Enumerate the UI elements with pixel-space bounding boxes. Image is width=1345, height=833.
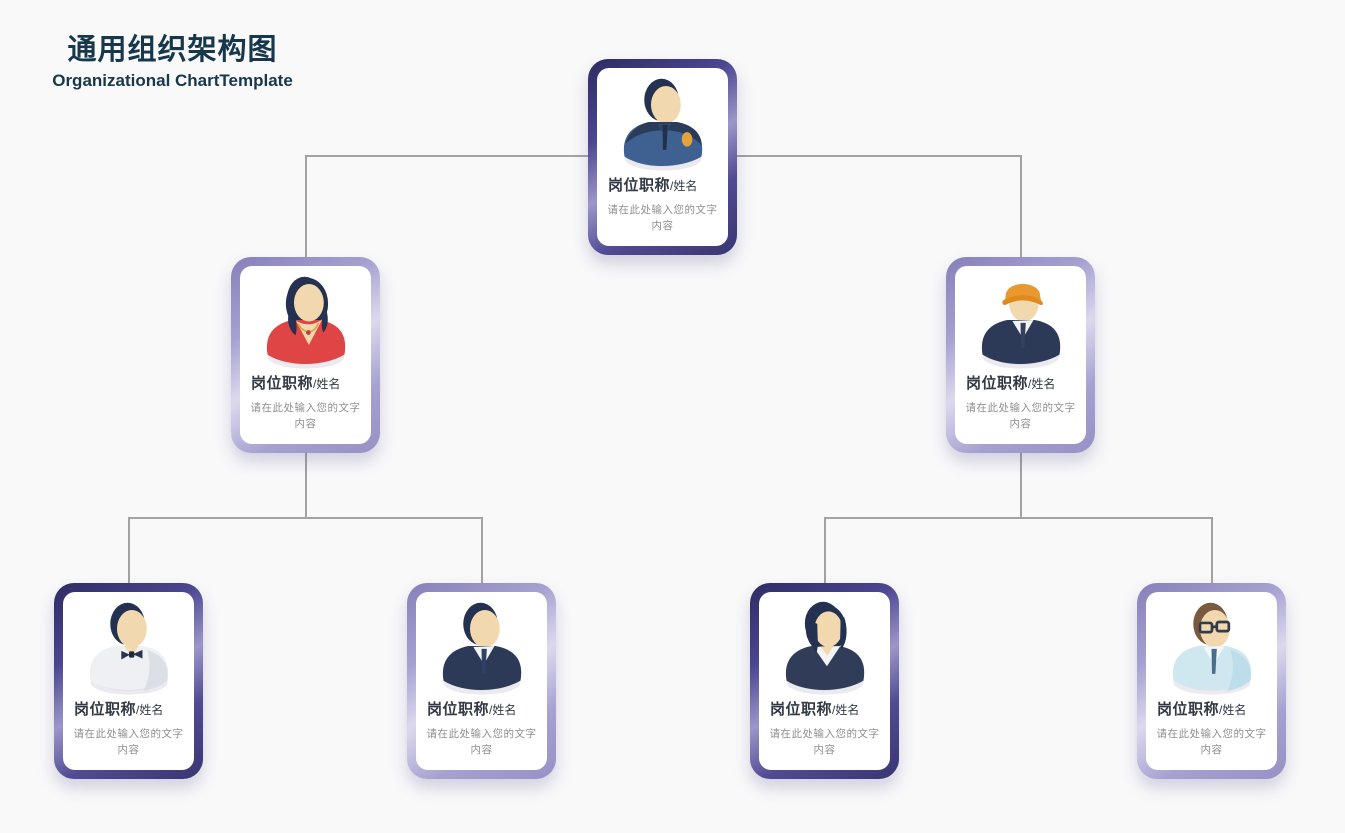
placeholder-text: 请在此处输入您的文字内容 [426, 728, 537, 757]
org-card-l2-right[interactable]: 岗位职称/姓名 请在此处输入您的文字内容 [946, 257, 1095, 453]
man-glasses-blue-shirt-avatar [1154, 597, 1270, 697]
org-card-l3-4[interactable]: 岗位职称/姓名 请在此处输入您的文字内容 [1137, 583, 1286, 779]
position-title: 岗位职称 [608, 177, 671, 194]
placeholder-text: 请在此处输入您的文字内容 [769, 728, 880, 757]
name-placeholder: /姓名 [670, 179, 698, 193]
woman-bob-hair-suit-avatar [767, 597, 883, 697]
connector-line [1020, 155, 1022, 257]
page-header: 通用组织架构图 Organizational ChartTemplate [30, 26, 315, 91]
placeholder-text: 请在此处输入您的文字内容 [1156, 728, 1267, 757]
org-card-l2-left[interactable]: 岗位职称/姓名 请在此处输入您的文字内容 [231, 257, 380, 453]
placeholder-text: 请在此处输入您的文字内容 [250, 402, 361, 431]
name-placeholder: /姓名 [832, 703, 860, 717]
page-subtitle: Organizational ChartTemplate [52, 71, 293, 90]
position-title: 岗位职称 [427, 701, 490, 718]
connector-line [305, 155, 307, 257]
connector-line [128, 517, 482, 519]
placeholder-text: 请在此处输入您的文字内容 [607, 204, 718, 233]
position-title: 岗位职称 [770, 701, 833, 718]
connector-line [824, 517, 826, 583]
name-placeholder: /姓名 [136, 703, 164, 717]
position-title: 岗位职称 [74, 701, 137, 718]
connector-line [305, 453, 307, 517]
page-title: 通用组织架构图 [67, 34, 278, 66]
name-placeholder: /姓名 [1219, 703, 1247, 717]
man-white-shirt-bow-tie-avatar [71, 597, 187, 697]
name-placeholder: /姓名 [489, 703, 517, 717]
org-card-l3-3[interactable]: 岗位职称/姓名 请在此处输入您的文字内容 [750, 583, 899, 779]
placeholder-text: 请在此处输入您的文字内容 [965, 402, 1076, 431]
name-placeholder: /姓名 [1028, 377, 1056, 391]
name-placeholder: /姓名 [313, 377, 341, 391]
engineer-hard-hat-avatar [963, 271, 1079, 371]
woman-long-hair-red-top-avatar [248, 271, 364, 371]
position-title: 岗位职称 [1157, 701, 1220, 718]
police-officer-avatar [605, 73, 721, 173]
org-card-l3-2[interactable]: 岗位职称/姓名 请在此处输入您的文字内容 [407, 583, 556, 779]
connector-line [481, 517, 483, 583]
position-title: 岗位职称 [251, 375, 314, 392]
position-title: 岗位职称 [966, 375, 1029, 392]
org-card-l3-1[interactable]: 岗位职称/姓名 请在此处输入您的文字内容 [54, 583, 203, 779]
connector-line [128, 517, 130, 583]
connector-line [1211, 517, 1213, 583]
connector-line [1020, 453, 1022, 517]
placeholder-text: 请在此处输入您的文字内容 [73, 728, 184, 757]
org-card-root[interactable]: 岗位职称/姓名 请在此处输入您的文字内容 [588, 59, 737, 255]
man-dark-suit-tie-avatar [424, 597, 540, 697]
connector-line [824, 517, 1212, 519]
